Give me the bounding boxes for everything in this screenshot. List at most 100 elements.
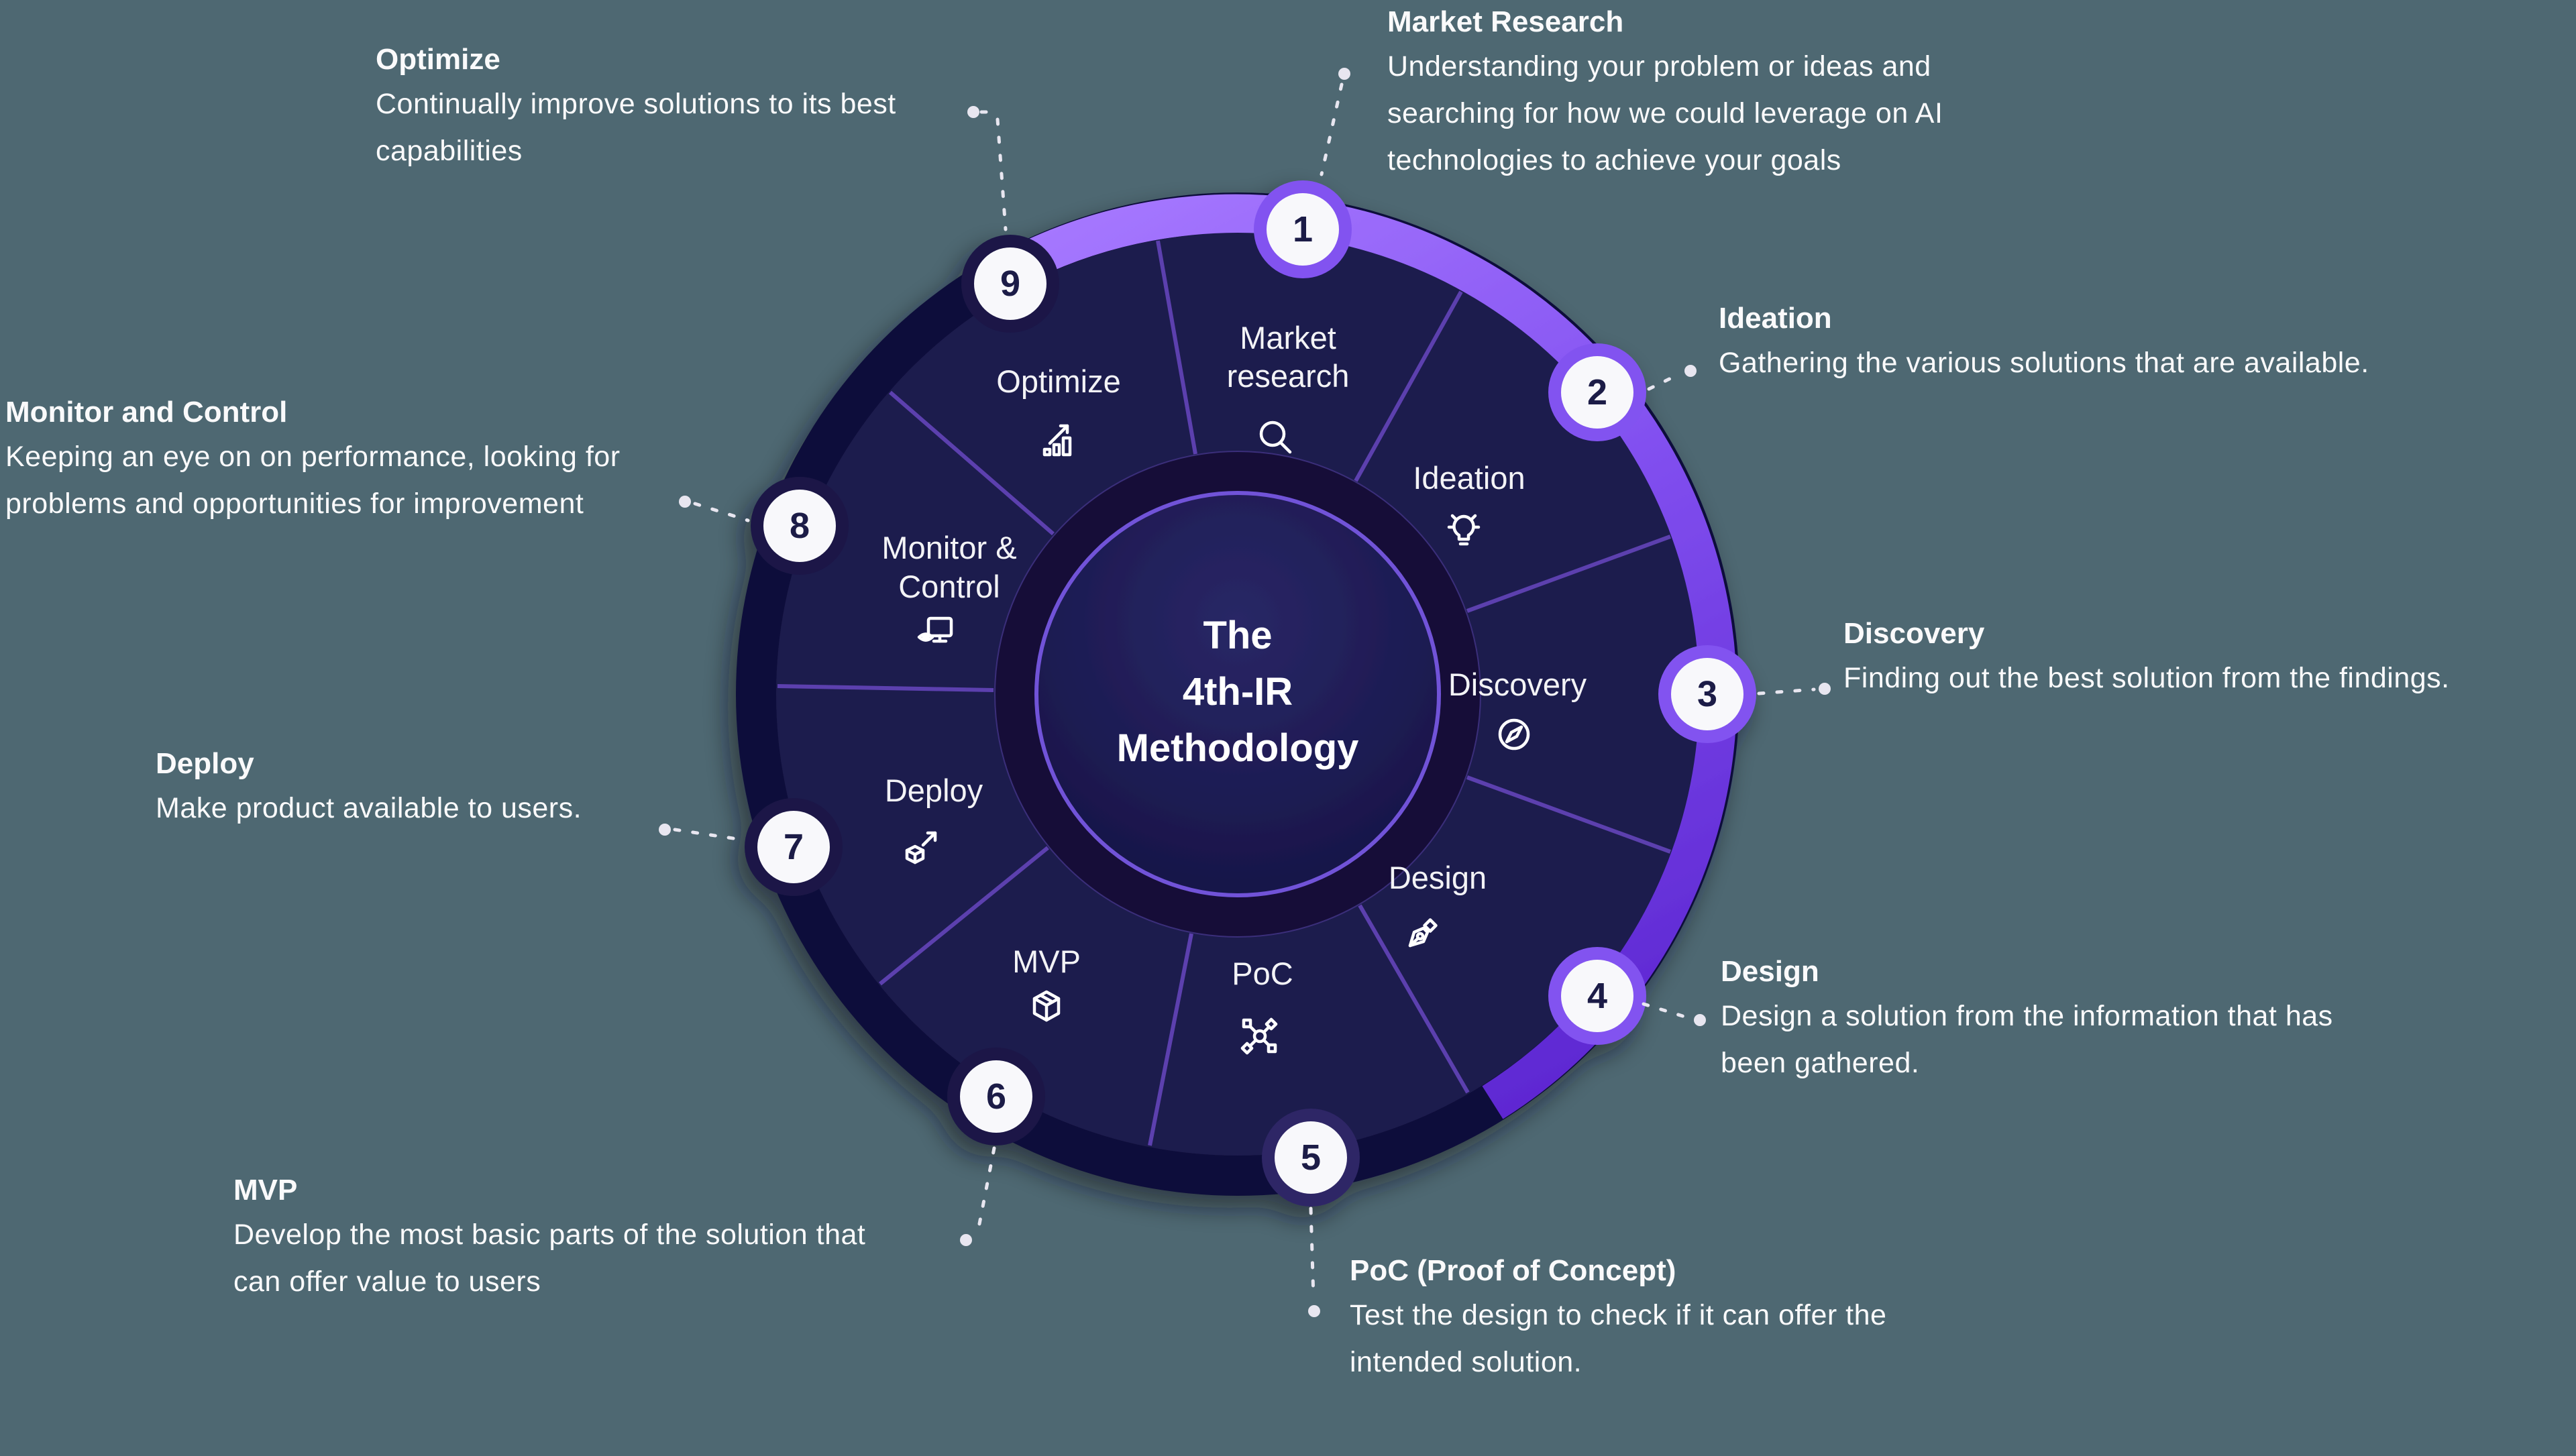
- annotation-line: intended solution.: [1350, 1346, 1582, 1378]
- svg-text:5: 5: [1301, 1137, 1321, 1178]
- svg-text:3: 3: [1697, 674, 1717, 714]
- annotation-line: capabilities: [376, 135, 523, 167]
- connector-dot-9: [967, 106, 979, 118]
- methodology-wheel: The 4th-IR Methodology Market research I…: [736, 180, 1756, 1207]
- connector-line-9b: [996, 117, 1008, 231]
- annotation-design: Design Design a solution from the inform…: [1721, 951, 2333, 1086]
- step-badge-2: 2: [1548, 343, 1646, 441]
- connector-line-6: [977, 1146, 996, 1229]
- wedge-label: Design: [1389, 860, 1487, 895]
- wheel-highlight-arc: [1018, 194, 1737, 1119]
- annotation-line: Design a solution from the information t…: [1721, 1000, 2333, 1032]
- wedge-label: MVP: [1012, 944, 1081, 979]
- annotation-title: Design: [1721, 955, 1819, 988]
- wedge-label: Discovery: [1448, 667, 1587, 702]
- svg-text:9: 9: [1000, 264, 1020, 304]
- wedge-label: Control: [898, 569, 1000, 604]
- svg-text:1: 1: [1293, 209, 1313, 249]
- connector-line-7: [673, 828, 744, 842]
- deploy-box-arrow-icon: [905, 831, 937, 864]
- svg-text:8: 8: [790, 506, 810, 546]
- network-icon: [1240, 1017, 1278, 1055]
- connector-line-2: [1647, 372, 1682, 391]
- step-badge-1: 1: [1254, 180, 1352, 278]
- wheel-center-title: The 4th-IR Methodology: [1117, 614, 1359, 770]
- wedge-discovery: Discovery: [1448, 667, 1587, 750]
- annotation-title: Ideation: [1719, 302, 1832, 335]
- annotation-line: Keeping an eye on on performance, lookin…: [5, 441, 621, 473]
- wedge-design: Design: [1389, 860, 1487, 948]
- annotation-line: searching for how we could leverage on A…: [1387, 97, 1943, 129]
- svg-text:4: 4: [1587, 976, 1607, 1016]
- annotation-line: Understanding your problem or ideas and: [1387, 50, 1931, 82]
- annotation-title: Monitor and Control: [5, 396, 288, 429]
- connector-dot-7: [659, 824, 671, 836]
- annotation-line: problems and opportunities for improveme…: [5, 488, 584, 520]
- step-badge-8: 8: [751, 477, 849, 575]
- annotation-line: Make product available to users.: [156, 792, 582, 824]
- lightbulb-icon: [1447, 514, 1481, 546]
- annotation-poc: PoC (Proof of Concept) Test the design t…: [1350, 1250, 1886, 1386]
- wedge-label: PoC: [1232, 956, 1293, 991]
- step-badge-7: 7: [745, 798, 843, 896]
- wedge-deploy: Deploy: [885, 773, 983, 864]
- step-badge-5: 5: [1262, 1109, 1360, 1207]
- svg-text:The: The: [1203, 614, 1272, 657]
- annotation-title: Optimize: [376, 43, 500, 76]
- package-icon: [1032, 990, 1061, 1022]
- search-icon: [1259, 421, 1292, 454]
- connector-dot-1: [1338, 68, 1350, 80]
- wedge-ideation: Ideation: [1413, 460, 1525, 546]
- svg-text:7: 7: [784, 827, 804, 867]
- annotation-line: been gathered.: [1721, 1047, 1920, 1079]
- connector-line-3: [1757, 687, 1816, 695]
- annotation-optimize: Optimize Continually improve solutions t…: [376, 39, 896, 174]
- wedge-mvp: MVP: [1012, 944, 1081, 1022]
- connector-line-5: [1309, 1207, 1316, 1300]
- annotation-ideation: Ideation Gathering the various solutions…: [1719, 298, 2369, 386]
- svg-text:4th-IR: 4th-IR: [1183, 670, 1293, 714]
- annotation-line: Gathering the various solutions that are…: [1719, 347, 2369, 379]
- connector-dot-4: [1694, 1014, 1706, 1026]
- wedge-label: Ideation: [1413, 460, 1525, 496]
- annotation-title: Deploy: [156, 747, 254, 780]
- wedge-monitor-control: Monitor & Control: [881, 530, 1017, 643]
- compass-icon: [1498, 718, 1530, 750]
- connector-dot-6: [960, 1234, 972, 1246]
- hub-circle: [1034, 491, 1441, 897]
- annotation-market-research: Market Research Understanding your probl…: [1387, 1, 1943, 184]
- annotation-connectors: [659, 68, 1831, 1317]
- monitor-eye-icon: [917, 616, 953, 643]
- wedge-label: Market: [1240, 320, 1336, 355]
- annotation-line: Finding out the best solution from the f…: [1843, 662, 2450, 694]
- annotation-deploy: Deploy Make product available to users.: [156, 743, 582, 832]
- annotation-mvp: MVP Develop the most basic parts of the …: [233, 1170, 865, 1305]
- annotation-monitor-control: Monitor and Control Keeping an eye on on…: [5, 392, 621, 527]
- connector-dot-8: [679, 496, 691, 508]
- connector-line-4: [1642, 1002, 1691, 1020]
- connector-dot-3: [1819, 683, 1831, 695]
- wedge-optimize: Optimize: [996, 363, 1121, 457]
- step-badge-6: 6: [947, 1048, 1045, 1145]
- annotation-title: Discovery: [1843, 617, 1985, 650]
- wedge-label: Monitor &: [881, 530, 1016, 565]
- annotation-line: technologies to achieve your goals: [1387, 144, 1841, 176]
- annotation-title: Market Research: [1387, 5, 1624, 38]
- svg-text:6: 6: [986, 1076, 1006, 1117]
- annotation-title: MVP: [233, 1174, 298, 1207]
- step-badge-3: 3: [1658, 645, 1756, 743]
- wedge-market-research: Market research: [1227, 320, 1350, 454]
- pen-nib-icon: [1408, 918, 1438, 948]
- step-badge-9: 9: [961, 235, 1059, 333]
- annotation-line: Test the design to check if it can offer…: [1350, 1299, 1887, 1331]
- wedge-label: research: [1227, 358, 1350, 394]
- wedge-poc: PoC: [1232, 956, 1293, 1055]
- wedge-label: Deploy: [885, 773, 983, 808]
- step-badge-4: 4: [1548, 947, 1646, 1045]
- annotation-discovery: Discovery Finding out the best solution …: [1843, 613, 2450, 702]
- wedge-dividers: [777, 240, 1672, 1146]
- annotation-line: Continually improve solutions to its bes…: [376, 88, 896, 120]
- svg-text:Methodology: Methodology: [1117, 726, 1359, 770]
- connector-dot-5: [1308, 1305, 1320, 1317]
